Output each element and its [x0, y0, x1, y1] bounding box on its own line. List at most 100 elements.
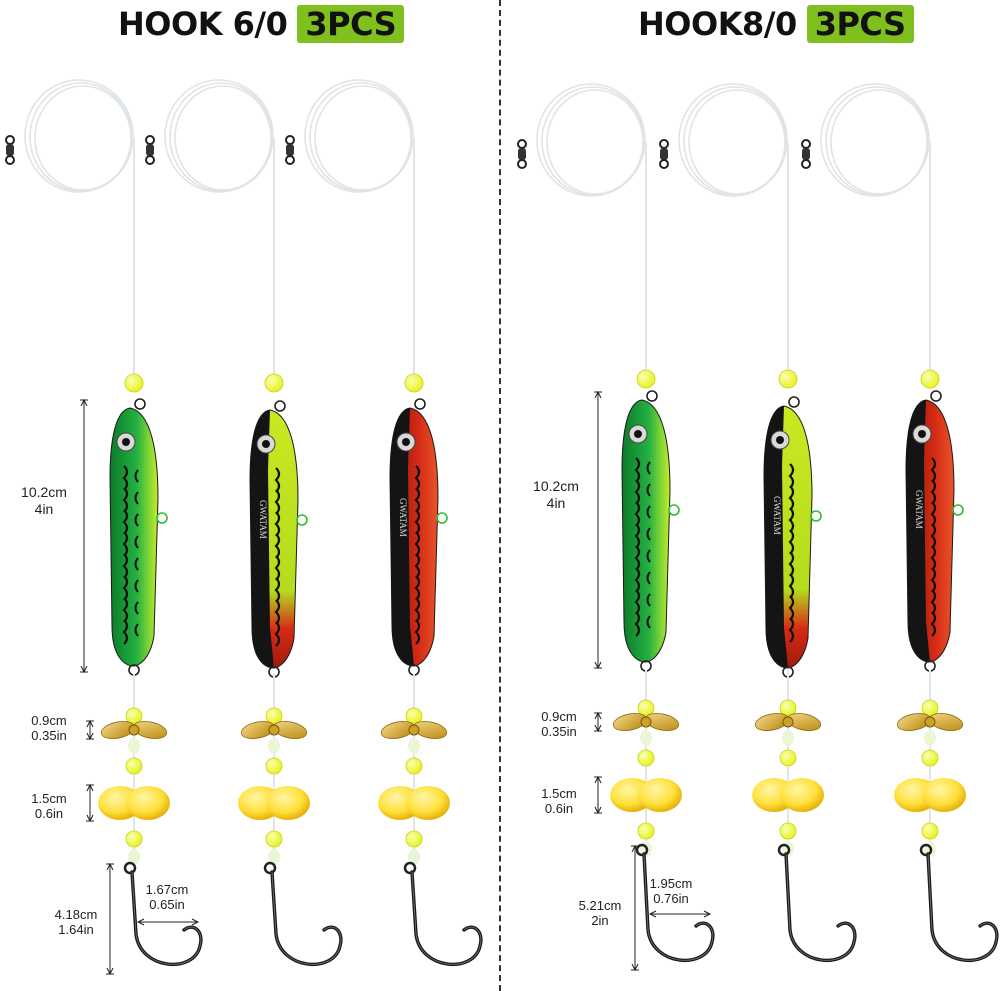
- lure-green: [109, 398, 168, 676]
- lure-stripe: [134, 579, 139, 593]
- lure-stripe: [274, 577, 281, 603]
- leader-line: [24, 79, 135, 383]
- lure-stripe: [274, 621, 281, 647]
- bead: [779, 749, 797, 767]
- bead: [921, 822, 939, 840]
- lure-stripe: [634, 479, 641, 505]
- hook-length-in: 1.64in: [58, 922, 94, 937]
- glow-bead: [268, 738, 280, 754]
- lure-stripe: [134, 535, 139, 549]
- lure-stripe: [274, 533, 281, 559]
- swivel: [517, 139, 527, 169]
- rig-yellow: GWATAM: [659, 83, 857, 963]
- hook-eye: [263, 861, 277, 875]
- hook: [919, 843, 999, 963]
- top-bead: [124, 373, 144, 393]
- lure-stripe: [274, 511, 281, 537]
- belly-ring: [810, 510, 822, 522]
- lure-stripe: [788, 529, 795, 555]
- dimension-arrow: [594, 806, 602, 815]
- lure-green: [621, 390, 680, 672]
- lure-stripe: [646, 571, 651, 585]
- dimension-markers: [80, 398, 200, 976]
- lure-stripe: [788, 463, 795, 489]
- lure-stripe: [414, 531, 421, 557]
- dimension-arrow: [594, 711, 602, 720]
- lure-stripe: [134, 491, 139, 505]
- swivel: [5, 135, 15, 165]
- leader-line: [820, 83, 931, 379]
- glow-bead: [640, 730, 652, 746]
- lure-stripe: [634, 501, 641, 527]
- dimension-arrow: [80, 398, 88, 407]
- lure-stripe: [930, 457, 937, 483]
- leader-line: [304, 79, 415, 383]
- belly-ring: [156, 512, 168, 524]
- dimension-arrow: [631, 963, 639, 972]
- lure-stripe: [122, 553, 129, 579]
- float-half: [406, 786, 450, 820]
- bead: [779, 822, 797, 840]
- panel-divider: [499, 0, 501, 991]
- lure-stripe: [122, 619, 129, 645]
- bead: [921, 699, 939, 717]
- lure-stripe: [646, 527, 651, 541]
- float-half: [638, 778, 682, 812]
- hook-gap-in: 0.65in: [149, 897, 185, 912]
- top-bead: [778, 369, 798, 389]
- float-half: [126, 786, 170, 820]
- dimension-arrow: [86, 719, 94, 728]
- title-text: HOOK 6/0: [118, 5, 288, 43]
- belly-ring: [296, 514, 308, 526]
- line-tie-ring: [930, 390, 942, 402]
- lure-stripe: [414, 487, 421, 513]
- spinner-size-label: 0.9cm 0.35in: [22, 713, 76, 743]
- dimension-arrow: [136, 918, 145, 926]
- lure-stripe: [930, 611, 937, 637]
- line-tie-ring: [646, 390, 658, 402]
- top-bead: [404, 373, 424, 393]
- lure-brand-text: GWATAM: [772, 496, 782, 535]
- bead: [125, 830, 143, 848]
- float-size-in: 0.6in: [544, 801, 574, 816]
- hook-highlight: [131, 871, 202, 965]
- bead: [265, 830, 283, 848]
- swivel: [285, 135, 295, 165]
- dimension-arrow: [106, 967, 114, 976]
- spinner-hub: [924, 716, 936, 728]
- bead: [405, 707, 423, 725]
- hook-gap-cm: 1.67cm: [145, 882, 189, 897]
- line-tie-ring: [274, 400, 286, 412]
- lure-stripe: [274, 555, 281, 581]
- lure-stripe: [634, 545, 641, 571]
- lure-stripe: [134, 469, 139, 483]
- top-bead: [920, 369, 940, 389]
- hook: [263, 861, 343, 967]
- lure-stripe: [134, 623, 139, 637]
- panel-title: HOOK 6/0 3PCS: [118, 2, 405, 46]
- rig-green: [517, 83, 715, 963]
- lure-stripe: [930, 545, 937, 571]
- spinner-hub: [408, 724, 420, 736]
- lure-stripe: [274, 489, 281, 515]
- lure-length-label: 10.2cm 4in: [524, 478, 588, 512]
- lure-length-in: 4in: [546, 495, 566, 511]
- lure-stripe: [788, 551, 795, 577]
- bead: [265, 757, 283, 775]
- dimension-arrow: [594, 775, 602, 784]
- lure-stripe: [122, 531, 129, 557]
- glow-bead: [408, 738, 420, 754]
- quantity-badge: 3PCS: [806, 5, 914, 43]
- glow-bead: [128, 738, 140, 754]
- leader-line: [678, 83, 789, 379]
- spinner: [612, 713, 680, 731]
- lure-stripe: [414, 509, 421, 535]
- lure-stripe: [646, 593, 651, 607]
- lure-yellow: GWATAM: [763, 396, 822, 678]
- bead: [779, 699, 797, 717]
- lure-yellow: GWATAM: [249, 400, 308, 678]
- lure-stripe: [788, 617, 795, 643]
